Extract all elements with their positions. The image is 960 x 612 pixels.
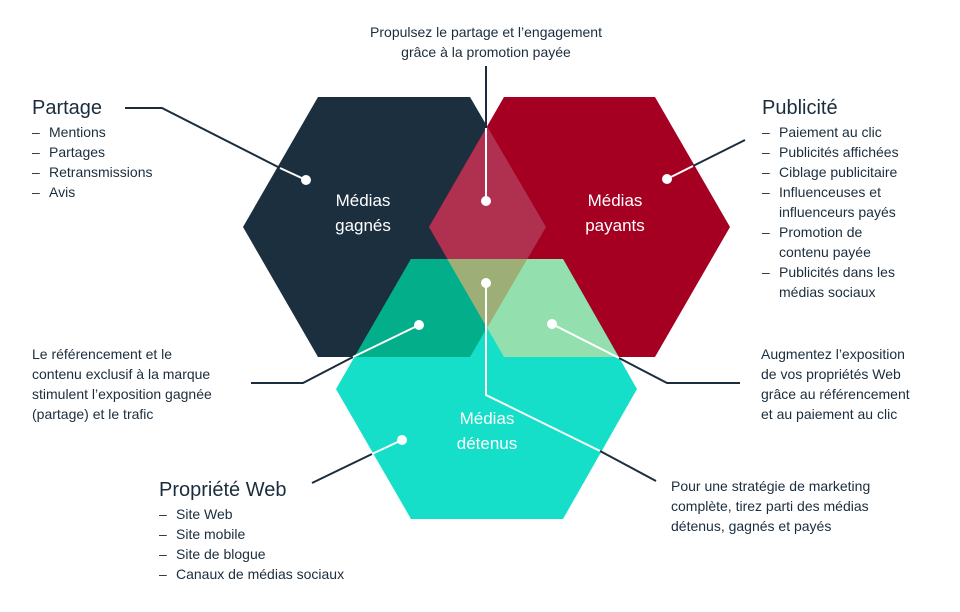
list-item: Site de blogue [159,544,344,564]
center-connector-dot [481,278,491,288]
left-middle-callout: Le référencement et le contenu exclusif à… [32,344,212,424]
list-item: Retransmissions [32,162,152,182]
owned-media-label-line1: Médias [459,409,515,428]
partage-connector-line [125,107,281,169]
earned-media-label: Médias gagnés [303,188,423,238]
bottom-right-callout: Pour une stratégie de marketing complète,… [671,476,870,536]
list-item: Mentions [32,122,152,142]
callout-line: stimulent l’exposition gagnée [32,386,212,402]
list-item: Ciblage publicitaire [762,162,899,182]
list-item: Canaux de médias sociaux [159,564,344,584]
callout-line: (partage) et le trafic [32,406,154,422]
callout-line: Le référencement et le [32,346,173,362]
top-callout-line2: grâce à la promotion payée [401,44,571,60]
owned-media-label-line2: détenus [456,434,518,453]
earned-media-label-line2: gagnés [335,216,391,235]
left-middle-connector-line-inner [352,324,420,358]
partage-connector-dot [301,175,311,185]
callout-line: et au paiement au clic [761,406,898,422]
callout-line: de vos propriétés Web [761,366,901,382]
list-item: Avis [32,182,152,202]
list-item: Publicités affichées [762,142,899,162]
propriete-web-connector-line-inner [371,439,403,455]
publicite-items: Paiement au clicPublicités affichéesCibl… [762,122,899,302]
propriete-web-title: Propriété Web [159,479,287,501]
propriete-web-connector-line [311,453,373,484]
partage-items: MentionsPartagesRetransmissionsAvis [32,122,152,202]
propriete-web-list: Propriété Web Site WebSite mobileSite de… [159,478,344,584]
top-connector-dot [481,196,491,206]
center-connector-line [599,450,657,482]
top-callout-line1: Propulsez le partage et l’engagement [370,24,602,40]
right-middle-connector-line [618,357,740,384]
top-callout: Propulsez le partage et l’engagement grâ… [326,22,646,62]
publicite-title: Publicité [762,97,838,119]
callout-line: grâce au référencement [761,386,910,402]
propriete-web-items: Site WebSite mobileSite de blogueCanaux … [159,504,344,584]
list-item: Paiement au clic [762,122,899,142]
right-middle-connector-line-inner [551,323,620,359]
propriete-web-connector-dot [397,435,407,445]
callout-line: Pour une stratégie de marketing [671,478,871,494]
earned-media-label-line1: Médias [335,191,391,210]
center-connector-line-inner [485,283,601,452]
publicite-list: Publicité Paiement au clicPublicités aff… [762,96,899,302]
publicite-connector-line [692,139,746,167]
callout-line: détenus, gagnés et payés [671,518,832,534]
right-middle-callout: Augmentez l’exposition de vos propriétés … [761,344,910,424]
left-middle-connector-dot [414,320,424,330]
paid-media-label: Médias payants [555,188,675,238]
callout-line: Augmentez l’exposition [761,346,905,362]
callout-line: contenu exclusif à la marque [32,366,211,382]
all-three-overlap [429,259,546,357]
publicite-connector-dot [662,174,672,184]
partage-title: Partage [32,97,103,119]
callout-line: complète, tirez parti des médias [671,498,869,514]
list-item: Site Web [159,504,344,524]
owned-media-label: Médias détenus [427,406,547,456]
partage-list: Partage MentionsPartagesRetransmissionsA… [32,96,152,202]
left-middle-connector-line [251,356,354,384]
list-item: Partages [32,142,152,162]
list-item: Site mobile [159,524,344,544]
paid-media-label-line1: Médias [587,191,643,210]
right-middle-connector-dot [547,319,557,329]
paid-media-label-line2: payants [585,216,645,235]
